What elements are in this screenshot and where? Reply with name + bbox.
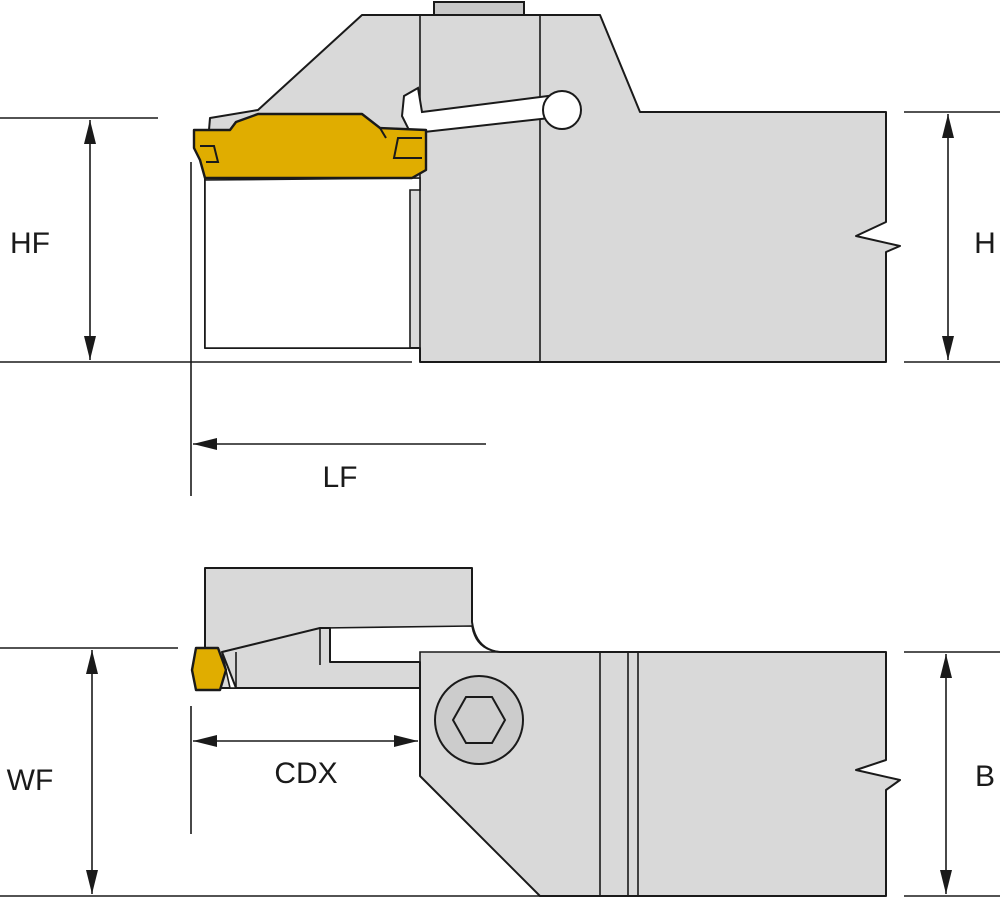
cdx-label: CDX	[274, 757, 337, 790]
side-view-screw-head	[433, 1, 525, 16]
lf-label: LF	[322, 461, 357, 494]
h-label: H	[974, 227, 996, 260]
side-view	[192, 1, 901, 363]
top-view	[190, 567, 901, 897]
side-view-insert-edge-left	[200, 145, 220, 163]
side-view-insert-pocket	[204, 177, 421, 349]
top-view-head-block	[204, 567, 901, 897]
top-view-blade	[221, 627, 421, 689]
top-view-hex-socket	[451, 696, 507, 744]
side-view-clamp-pin	[542, 90, 582, 130]
side-view-insert-top-bevel	[229, 121, 387, 139]
wf-label: WF	[7, 764, 54, 797]
hf-label: HF	[10, 227, 50, 260]
top-view-dimensions: WF B CDX	[0, 647, 1000, 897]
top-view-insert	[190, 646, 228, 692]
side-view-insert-edge-right	[392, 137, 422, 159]
side-view-dimensions: HF H LF	[0, 111, 1000, 496]
b-label: B	[975, 760, 995, 793]
